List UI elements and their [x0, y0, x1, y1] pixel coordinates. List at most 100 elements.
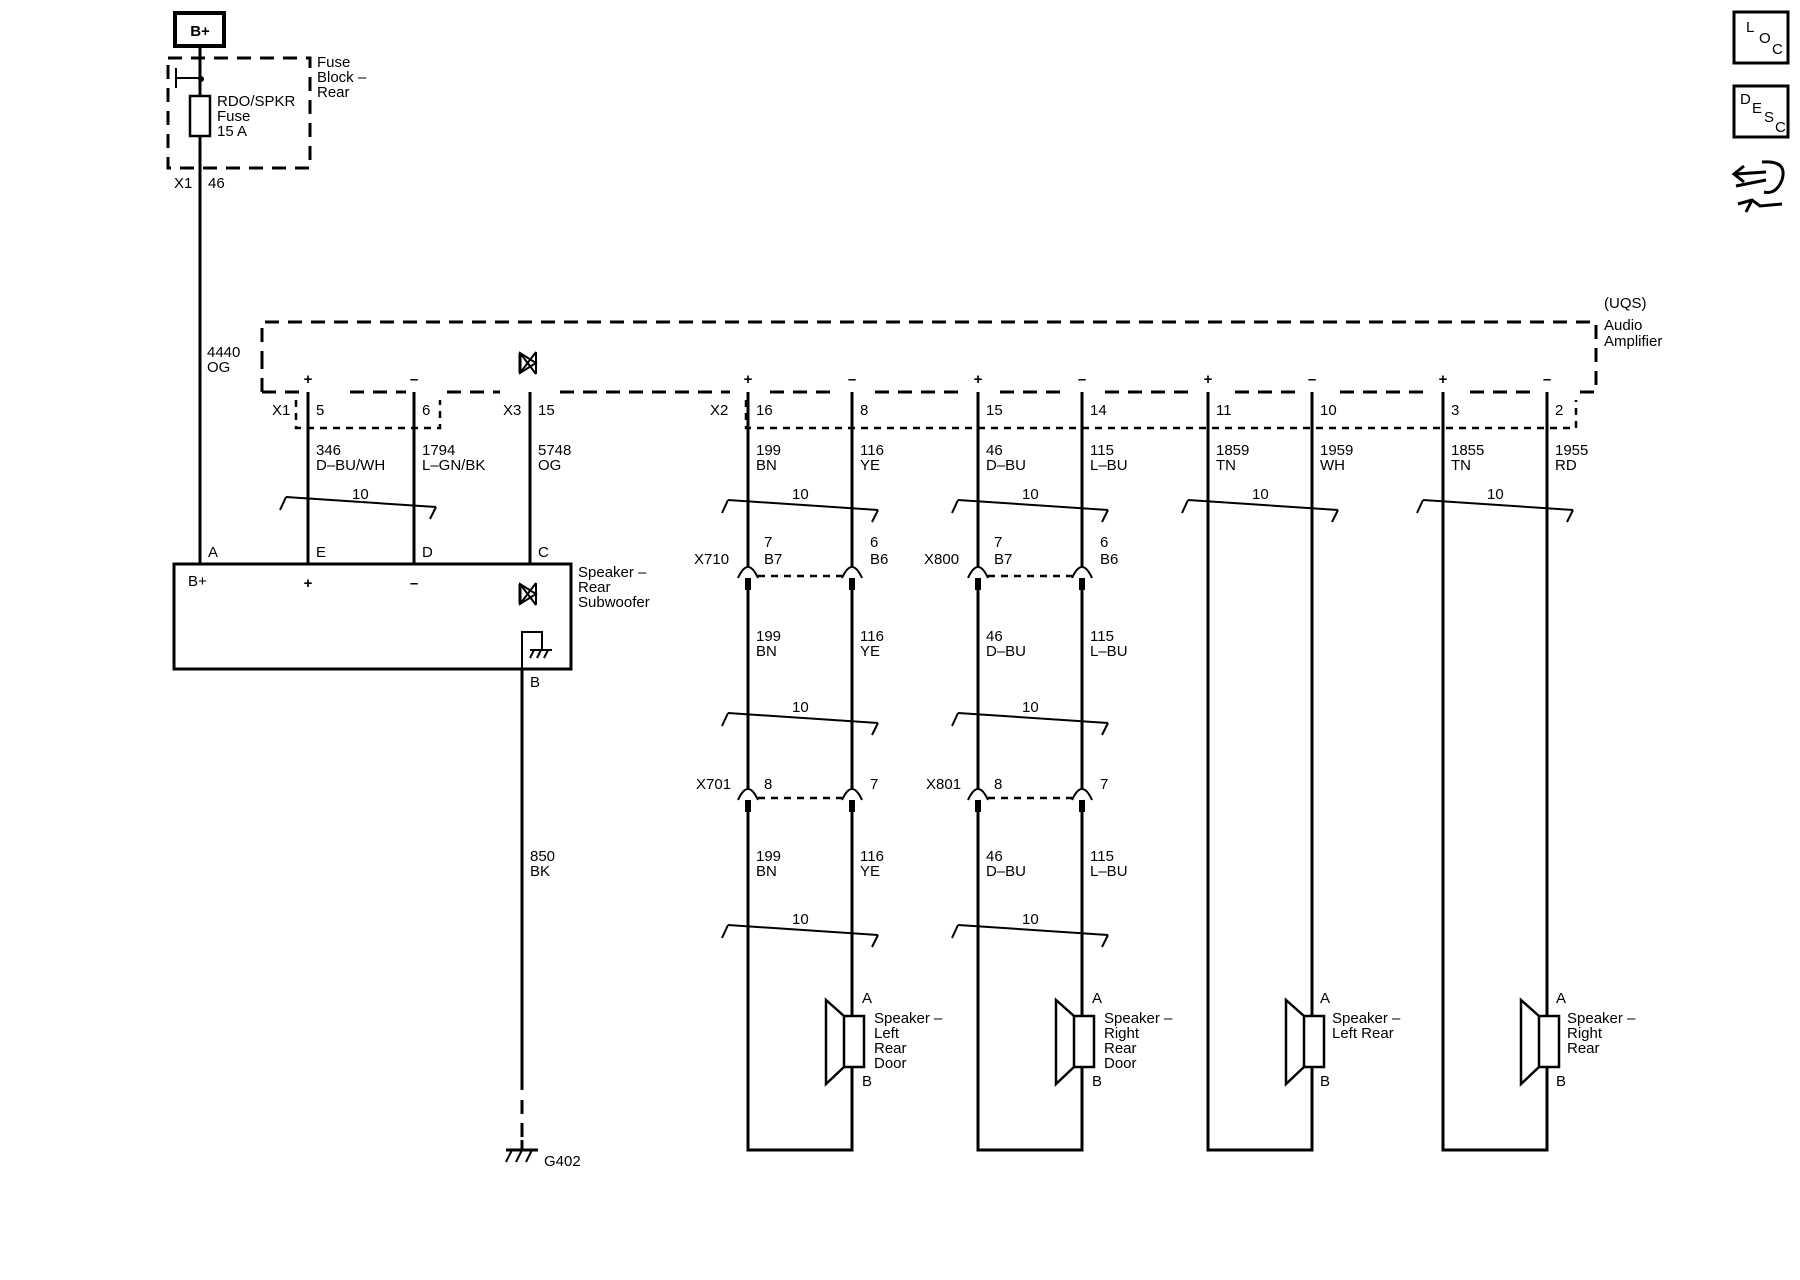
rrd-name-2: Right: [1104, 1025, 1140, 1042]
fuse-icon: [188, 94, 212, 138]
desc-letter-e: E: [1752, 100, 1762, 117]
rrd-plus-circuit-2: 46: [986, 628, 1003, 645]
x800-pin-4: B6: [1100, 551, 1118, 568]
x710-pin-3: 6: [870, 534, 878, 551]
sub-name-1: Speaker –: [578, 564, 647, 581]
fuse-block-title-2: Block –: [317, 69, 367, 86]
feed-circuit: 4440: [207, 344, 240, 361]
rrd-minus-circuit-3: 115: [1090, 848, 1114, 865]
lrd-minus-color-1: YE: [860, 457, 880, 474]
rrd-plus-circuit-1: 46: [986, 442, 1003, 459]
x800-pin-2: B7: [994, 551, 1012, 568]
rr-wire-1-color: TN: [1451, 457, 1471, 474]
amplifier-name-2: Amplifier: [1604, 333, 1662, 350]
fuse-line-1: RDO/SPKR: [217, 93, 296, 110]
rr-wire-2-color: RD: [1555, 457, 1577, 474]
rrd-minus-circuit-2: 115: [1090, 628, 1114, 645]
amp-pin-14: 14: [1090, 402, 1107, 419]
amp-pin-15-x3: 15: [538, 402, 555, 419]
fuse-line-3: 15 A: [217, 123, 247, 140]
lrd-minus-circuit-1: 116: [860, 442, 884, 459]
lrd-name-4: Door: [874, 1055, 907, 1072]
lrd-minus-color-3: YE: [860, 863, 880, 880]
amp-minus-rrd: –: [1078, 371, 1086, 388]
sub-pin-d: D: [422, 544, 433, 561]
amp-minus-rr: –: [1543, 371, 1551, 388]
nav-description-button[interactable]: D E S C: [1732, 84, 1790, 139]
amplifier-name-1: Audio: [1604, 317, 1642, 334]
sub-plus: +: [304, 575, 313, 592]
channel-right-rear: 1855 TN 1955 RD 10 A B Speaker – Right R…: [1416, 392, 1636, 1152]
x701-pin-2: 7: [870, 776, 878, 793]
lrd-name-1: Speaker –: [874, 1010, 943, 1027]
x710-pin-1: 7: [764, 534, 772, 551]
sub-wire-2-circuit: 1794: [422, 442, 455, 459]
sub-pin-e: E: [316, 544, 326, 561]
twist-lrd-3-label: 10: [792, 911, 809, 928]
amp-plus-rr: +: [1439, 371, 1448, 388]
sub-wire-2-color: L–GN/BK: [422, 457, 485, 474]
fuse-connector: X1: [174, 175, 192, 192]
sub-wire-3-color: OG: [538, 457, 561, 474]
twist-lrd-3: [721, 924, 879, 948]
speaker-audio-icon: [518, 582, 538, 606]
amp-pin-15-x2: 15: [986, 402, 1003, 419]
rrd-pin-a: A: [1092, 990, 1102, 1007]
sub-name-3: Subwoofer: [578, 594, 650, 611]
connector-tool-icon[interactable]: [1731, 160, 1785, 213]
nav-location-button[interactable]: L O C: [1732, 10, 1790, 65]
ground-circuit: 850: [530, 848, 555, 865]
speaker-right-rear: A B Speaker – Right Rear: [1519, 990, 1636, 1090]
x801-pin-1: 8: [994, 776, 1002, 793]
x710-pin-2: B7: [764, 551, 782, 568]
lrd-name-3: Rear: [874, 1040, 907, 1057]
amp-pin-10: 10: [1320, 402, 1337, 419]
connector-x800: X800 7 B7 6 B6: [924, 534, 1118, 590]
amp-plus-lrd: +: [744, 371, 753, 388]
lrd-plus-circuit-3: 199: [756, 848, 781, 865]
fuse-line-2: Fuse: [217, 108, 250, 125]
lr-pin-b: B: [1320, 1073, 1330, 1090]
channel-left-rear: 1859 TN 1959 WH 10 A B Speaker – Left Re…: [1181, 392, 1401, 1152]
rrd-name-3: Rear: [1104, 1040, 1137, 1057]
amp-pin-8: 8: [860, 402, 868, 419]
rr-wire-2-circuit: 1955: [1555, 442, 1588, 459]
lrd-minus-color-2: YE: [860, 643, 880, 660]
channel-right-rear-door: 46 D–BU 115 L–BU 10 X800 7 B7 6 B6 46 D–…: [924, 392, 1173, 1152]
lrd-minus-circuit-2: 116: [860, 628, 884, 645]
lr-wire-1-circuit: 1859: [1216, 442, 1249, 459]
sub-pin-c: C: [538, 544, 549, 561]
rrd-minus-color-3: L–BU: [1090, 863, 1128, 880]
rrd-plus-color-3: D–BU: [986, 863, 1026, 880]
rrd-pin-b: B: [1092, 1073, 1102, 1090]
loc-letter-l: L: [1746, 19, 1754, 36]
x800-pin-3: 6: [1100, 534, 1108, 551]
lrd-plus-color-2: BN: [756, 643, 777, 660]
channel-left-rear-door: 199 BN 116 YE 10 X710 7 B7 6 B6 199 BN 1…: [694, 392, 943, 1152]
audio-amplifier: (UQS) Audio Amplifier + – + – + – + – + …: [260, 295, 1662, 430]
rrd-minus-color-2: L–BU: [1090, 643, 1128, 660]
sub-b-plus: B+: [188, 573, 207, 590]
speaker-left-rear: A B Speaker – Left Rear: [1284, 990, 1401, 1090]
twist-lrd-1-label: 10: [792, 486, 809, 503]
speaker-audio-icon: [518, 351, 538, 375]
connector-x701: X701 8 7: [696, 776, 878, 812]
subwoofer-wires: 346 D–BU/WH 1794 L–GN/BK 5748 OG 10: [279, 392, 571, 564]
x800-name: X800: [924, 551, 959, 568]
amp-connector-x1: X1: [272, 402, 290, 419]
rr-pin-a: A: [1556, 990, 1566, 1007]
rrd-minus-circuit-1: 115: [1090, 442, 1114, 459]
amp-pin-2: 2: [1555, 402, 1563, 419]
x710-name: X710: [694, 551, 729, 568]
fuse-block-rear: RDO/SPKR Fuse 15 A Fuse Block – Rear X1 …: [166, 54, 367, 192]
lrd-name-2: Left: [874, 1025, 900, 1042]
twist-sub-label: 10: [352, 486, 369, 503]
lrd-plus-color-1: BN: [756, 457, 777, 474]
lrd-plus-circuit-2: 199: [756, 628, 781, 645]
amp-plus-sub: +: [304, 371, 313, 388]
x801-pin-2: 7: [1100, 776, 1108, 793]
amp-connector-x2: X2: [710, 402, 728, 419]
twist-lr-label: 10: [1252, 486, 1269, 503]
supply-label: B+: [190, 23, 210, 40]
